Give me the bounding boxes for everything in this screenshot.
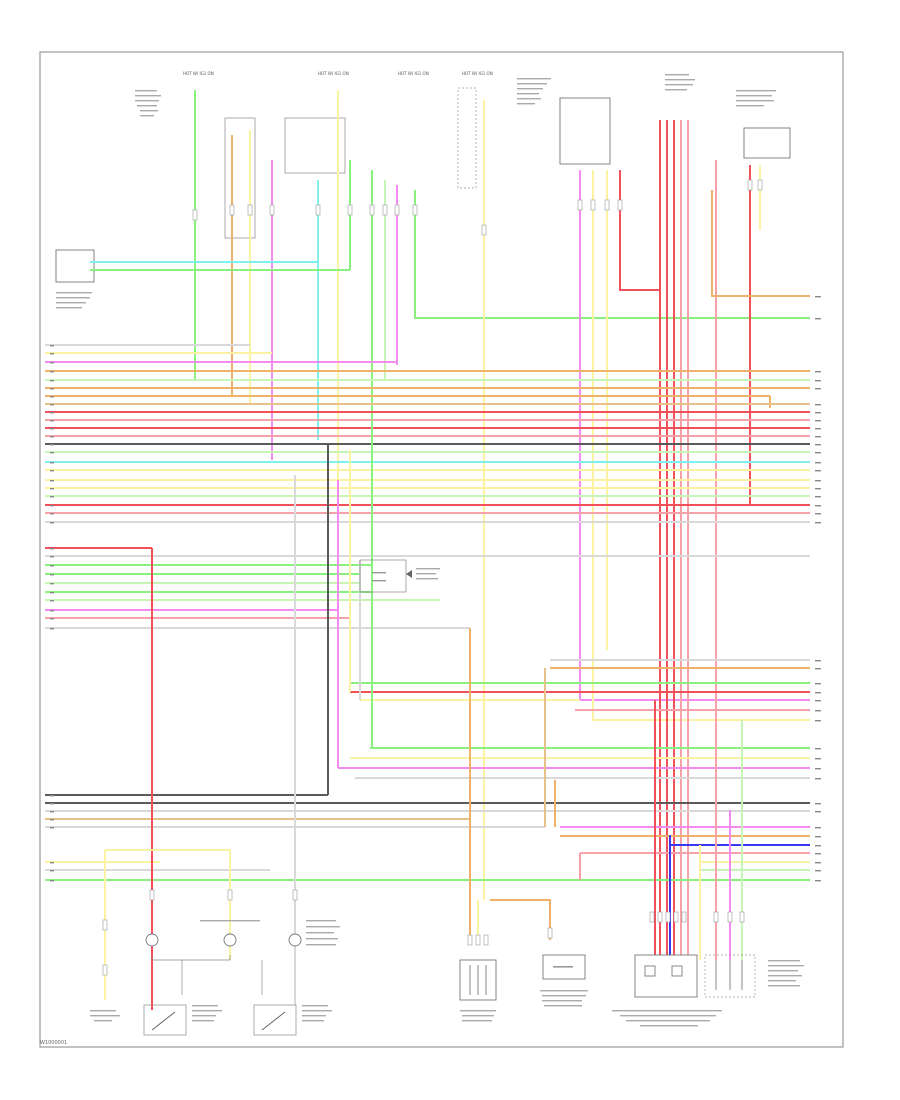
vertical-wires-top	[194, 90, 810, 960]
bottom-center-component	[540, 954, 588, 1007]
page-id: W1000001	[40, 1040, 68, 1046]
crank-sensor-icon	[145, 933, 159, 947]
connecting-wires	[104, 420, 743, 1010]
top-label-3: HOT W/ IG1 ON	[398, 71, 429, 76]
switch-1-box	[143, 1004, 187, 1036]
top-label-4: HOT W/ IG1 ON	[462, 71, 493, 76]
top-labels: HOT W/ IG1 ON HOT W/ IG1 ON HOT W/ IG1 O…	[183, 71, 493, 76]
center-module	[359, 559, 440, 593]
bottom-sensors	[145, 920, 340, 995]
ecm-top-box	[559, 97, 611, 165]
bottom-mid-component	[459, 959, 497, 1022]
switch-2-box	[253, 1004, 297, 1036]
top-label-2: HOT W/ IG1 ON	[318, 71, 349, 76]
a-f-sensor-box	[743, 127, 791, 159]
cam-sensor-icon	[223, 933, 237, 947]
right-terminal-labels	[815, 296, 821, 882]
knock-sensor-icon	[288, 933, 302, 947]
horizontal-bus	[45, 261, 810, 881]
connector-pins	[102, 179, 763, 976]
fuse-dashed	[457, 87, 477, 189]
relay-box	[224, 117, 256, 239]
top-label-1: HOT W/ IG1 ON	[183, 71, 214, 76]
bottom-far-right-component	[704, 954, 804, 998]
diagram-frame	[39, 51, 844, 1048]
bottom-right-component	[612, 954, 722, 1027]
left-terminal-labels	[50, 345, 54, 882]
main-relay-box	[284, 117, 346, 174]
left-module-box	[55, 249, 95, 283]
bottom-switches	[90, 1004, 332, 1036]
top-component-blocks	[56, 74, 776, 309]
